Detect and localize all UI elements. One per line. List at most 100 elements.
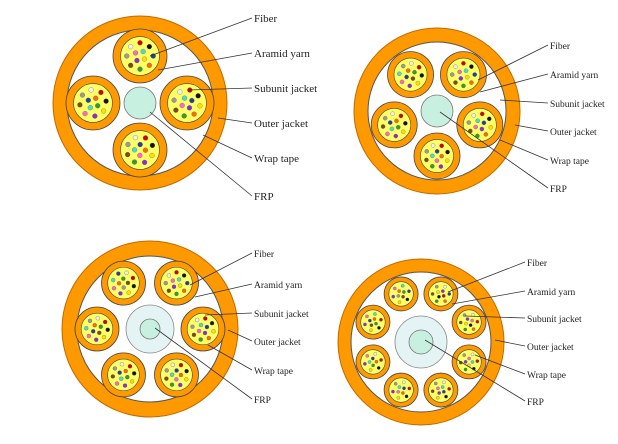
fiber (191, 111, 197, 117)
fiber (436, 290, 440, 294)
leader-line (447, 261, 526, 293)
leader-line (204, 312, 253, 316)
fiber (458, 320, 463, 325)
fiber (379, 318, 383, 322)
fiber (445, 158, 450, 163)
fiber (461, 83, 466, 89)
fiber (184, 377, 189, 382)
aramid-yarn (360, 349, 386, 375)
fiber (92, 323, 97, 328)
fiber (128, 44, 134, 50)
fiber (95, 103, 101, 109)
fiber (373, 352, 378, 356)
leader-line (207, 344, 253, 371)
fiber (395, 125, 401, 130)
subunit (112, 28, 168, 84)
label-subunit-jacket: Subunit jacket (254, 83, 317, 95)
label-outer-jacket: Outer jacket (527, 343, 574, 353)
label-frp: FRP (527, 398, 544, 408)
fiber (434, 299, 439, 303)
fiber (467, 356, 471, 361)
fiber (371, 363, 375, 368)
fiber (434, 158, 440, 163)
fiber (463, 360, 468, 364)
subunit (440, 51, 487, 98)
fiber (189, 97, 195, 104)
fiber (424, 149, 429, 154)
subunit (451, 344, 487, 380)
fiber (137, 66, 143, 72)
fiber (374, 321, 378, 326)
fiber (140, 48, 146, 55)
fiber (105, 327, 110, 332)
fiber (124, 270, 129, 275)
fiber (404, 74, 409, 80)
fiber (137, 152, 143, 159)
fiber (164, 368, 169, 373)
fiber (121, 285, 126, 290)
subunit (154, 260, 199, 306)
fiber (387, 120, 393, 125)
leader-line (424, 339, 526, 402)
fiber (186, 105, 193, 111)
fiber (415, 80, 421, 86)
aramid-yarn (462, 108, 497, 142)
fiber (442, 390, 446, 394)
subunit (456, 101, 504, 149)
label-wrap-tape: Wrap tape (254, 153, 299, 165)
fiber (380, 124, 386, 129)
fiber (434, 285, 439, 289)
subunit (355, 344, 391, 380)
fiber (439, 143, 444, 148)
fiber (483, 132, 489, 137)
fiber (117, 370, 122, 375)
label-subunit-jacket: Subunit jacket (527, 315, 582, 325)
fiber (170, 278, 175, 283)
fiber (470, 318, 474, 323)
fiber (475, 319, 480, 324)
label-frp: FRP (254, 396, 271, 406)
frp-core (420, 94, 454, 128)
subunit (383, 276, 419, 312)
fiber (441, 289, 445, 293)
fiber (471, 312, 475, 317)
fiber (407, 83, 412, 89)
leader-line (499, 139, 549, 161)
fiber (196, 328, 202, 334)
fiber (129, 379, 135, 384)
fiber (412, 69, 417, 75)
fiber (445, 149, 450, 155)
leader-line (187, 87, 253, 91)
fiber (394, 118, 399, 124)
fiber (471, 113, 476, 118)
fiber (463, 68, 469, 73)
fiber (173, 107, 179, 113)
subunit (159, 75, 215, 131)
fiber (98, 89, 104, 96)
frp-core (123, 86, 157, 120)
leader-line (189, 252, 253, 286)
fiber (142, 159, 148, 165)
fiber (134, 57, 140, 64)
fiber (204, 324, 210, 330)
fiber (163, 280, 168, 286)
frp-core (408, 329, 434, 355)
fiber (401, 295, 405, 299)
fiber (391, 294, 395, 299)
fiber (402, 290, 406, 294)
fiber (404, 394, 409, 399)
leader-line (217, 117, 253, 124)
fiber (373, 312, 377, 316)
fiber (191, 332, 197, 337)
fiber (170, 362, 175, 367)
fiber (197, 103, 203, 109)
fiber (410, 76, 416, 81)
leader-line (494, 339, 526, 347)
aramid-yarn (360, 309, 386, 335)
label-aramid-yarn: Aramid yarn (254, 281, 303, 291)
fiber (146, 44, 152, 50)
fiber (195, 317, 200, 323)
fiber (400, 63, 406, 69)
fiber (131, 159, 138, 165)
